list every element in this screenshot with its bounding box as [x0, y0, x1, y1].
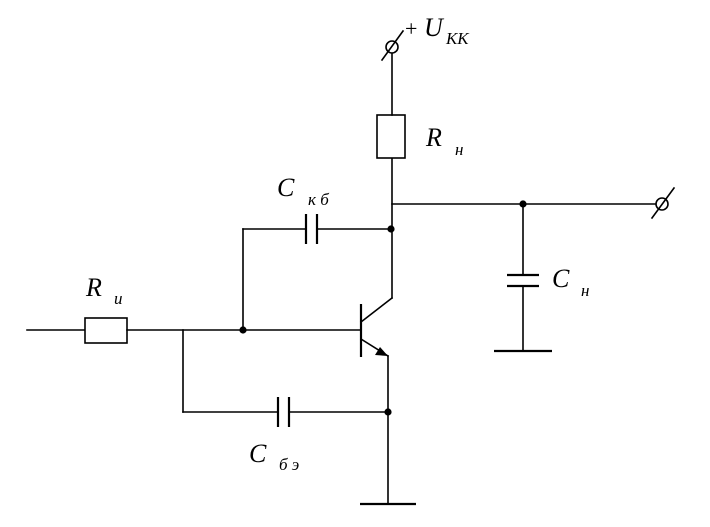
cb-capacitor-label-main: C [277, 173, 295, 202]
emitter-rail [360, 355, 416, 506]
source-resistor-label-main: R [85, 273, 102, 302]
collector-base-capacitor-branch [242, 214, 393, 331]
load-capacitor-label-main: C [552, 264, 570, 293]
be-capacitor-label-sub: б э [279, 455, 299, 474]
cb-capacitor-label: C к б [277, 173, 329, 209]
load-capacitor-label: C н [552, 264, 589, 300]
supply-terminal-slash [380, 29, 405, 62]
junction-dot-output [519, 200, 527, 208]
junction-dot-emitter [384, 408, 392, 416]
output-branch [391, 186, 676, 353]
be-capacitor-label: C б э [249, 439, 299, 474]
load-capacitor-label-sub: н [581, 281, 589, 300]
base-emitter-capacitor-branch [182, 329, 389, 427]
load-resistor-label-sub: н [455, 140, 463, 159]
junction-dot-base [239, 326, 247, 334]
source-resistor-label: R и [85, 273, 123, 308]
supply-label-sign: + [405, 16, 417, 41]
collector-rail [376, 29, 406, 299]
be-capacitor-label-main: C [249, 439, 267, 468]
junction-dots [239, 200, 527, 416]
junction-dot-collector [387, 225, 395, 233]
source-resistor-label-sub: и [114, 289, 123, 308]
load-resistor [376, 114, 406, 159]
supply-label-main: U [424, 13, 445, 42]
bipolar-transistor [359, 296, 394, 358]
transistor-collector-lead [359, 296, 394, 324]
cb-capacitor-label-sub: к б [308, 190, 329, 209]
input-branch [26, 317, 361, 344]
output-terminal-slash [650, 186, 676, 220]
emitter-arrow-icon [375, 347, 388, 356]
supply-label: + U КК [405, 13, 470, 48]
source-resistor [84, 317, 128, 344]
supply-label-sub: КК [445, 29, 470, 48]
load-resistor-label: R н [425, 123, 463, 159]
load-resistor-label-main: R [425, 123, 442, 152]
